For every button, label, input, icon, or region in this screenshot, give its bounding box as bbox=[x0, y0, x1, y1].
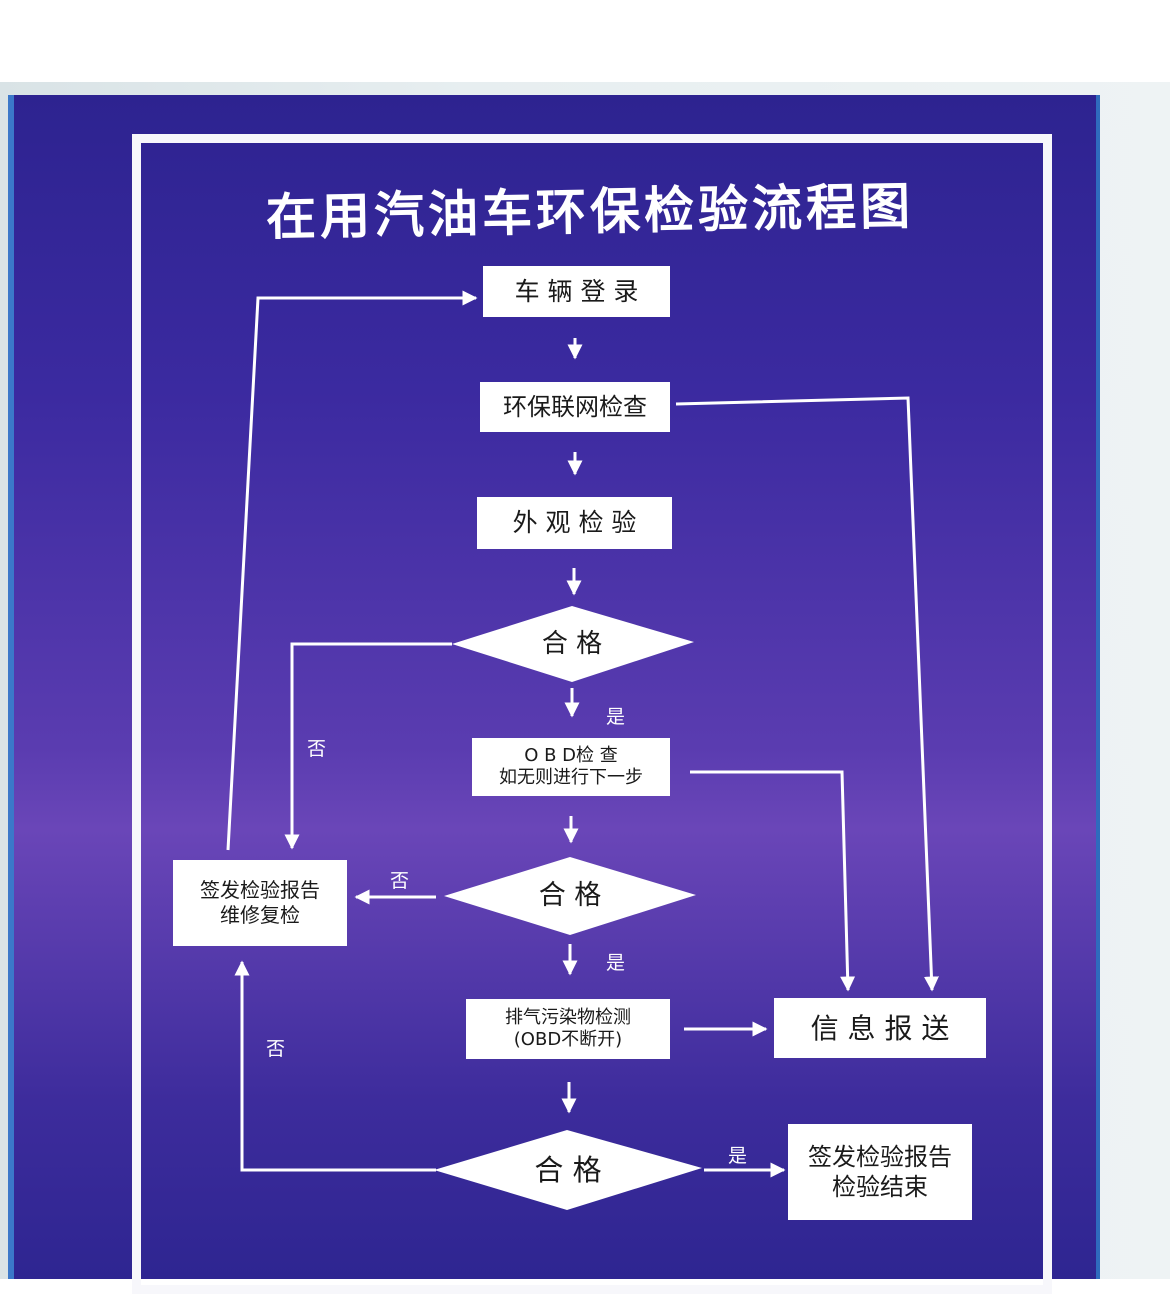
label-yes-2: 是 bbox=[606, 952, 626, 974]
step-obd-check: O B D检 查 如无则进行下一步 bbox=[472, 738, 670, 796]
step-report-end: 签发检验报告 检验结束 bbox=[788, 1124, 972, 1220]
label-no-3: 否 bbox=[266, 1038, 286, 1060]
emission-line-2: (OBD不断开) bbox=[513, 1029, 623, 1050]
report-repair-line-2: 维修复检 bbox=[220, 903, 300, 927]
decision-diamond-3 bbox=[434, 1130, 702, 1210]
report-end-line-2: 检验结束 bbox=[832, 1173, 928, 1201]
decision-diamond-1 bbox=[452, 606, 694, 682]
obd-line-2: 如无则进行下一步 bbox=[499, 767, 643, 788]
arrow-obd-to-info bbox=[690, 770, 856, 992]
report-end-line-1: 签发检验报告 bbox=[808, 1143, 952, 1171]
decision-diamond-2 bbox=[444, 857, 696, 935]
step-info-send: 信 息 报 送 bbox=[774, 998, 986, 1058]
step-vehicle-register: 车 辆 登 录 bbox=[483, 266, 670, 317]
obd-line-1: O B D检 查 bbox=[524, 744, 618, 766]
decision-pass-2: 合 格 bbox=[538, 880, 602, 912]
arrow-network-to-info bbox=[675, 396, 939, 992]
step-emission-test: 排气污染物检测 (OBD不断开) bbox=[466, 999, 670, 1059]
arrow-recheck-to-register bbox=[226, 290, 478, 851]
label-no-1: 否 bbox=[307, 738, 327, 760]
step-network-check: 环保联网检查 bbox=[480, 382, 670, 432]
emission-line-1: 排气污染物检测 bbox=[505, 1006, 631, 1028]
label-no-2: 否 bbox=[390, 870, 410, 892]
step-report-repair-recheck: 签发检验报告 维修复检 bbox=[173, 860, 347, 946]
decision-pass-3: 合 格 bbox=[534, 1152, 602, 1187]
arrow-pass1-no bbox=[284, 642, 452, 850]
decision-pass-1: 合 格 bbox=[541, 628, 603, 659]
report-repair-line-1: 签发检验报告 bbox=[200, 878, 320, 902]
step-appearance-inspection: 外 观 检 验 bbox=[477, 497, 672, 549]
label-yes-1: 是 bbox=[606, 706, 626, 728]
label-yes-3: 是 bbox=[728, 1145, 748, 1167]
arrow-pass3-no bbox=[234, 960, 436, 1172]
